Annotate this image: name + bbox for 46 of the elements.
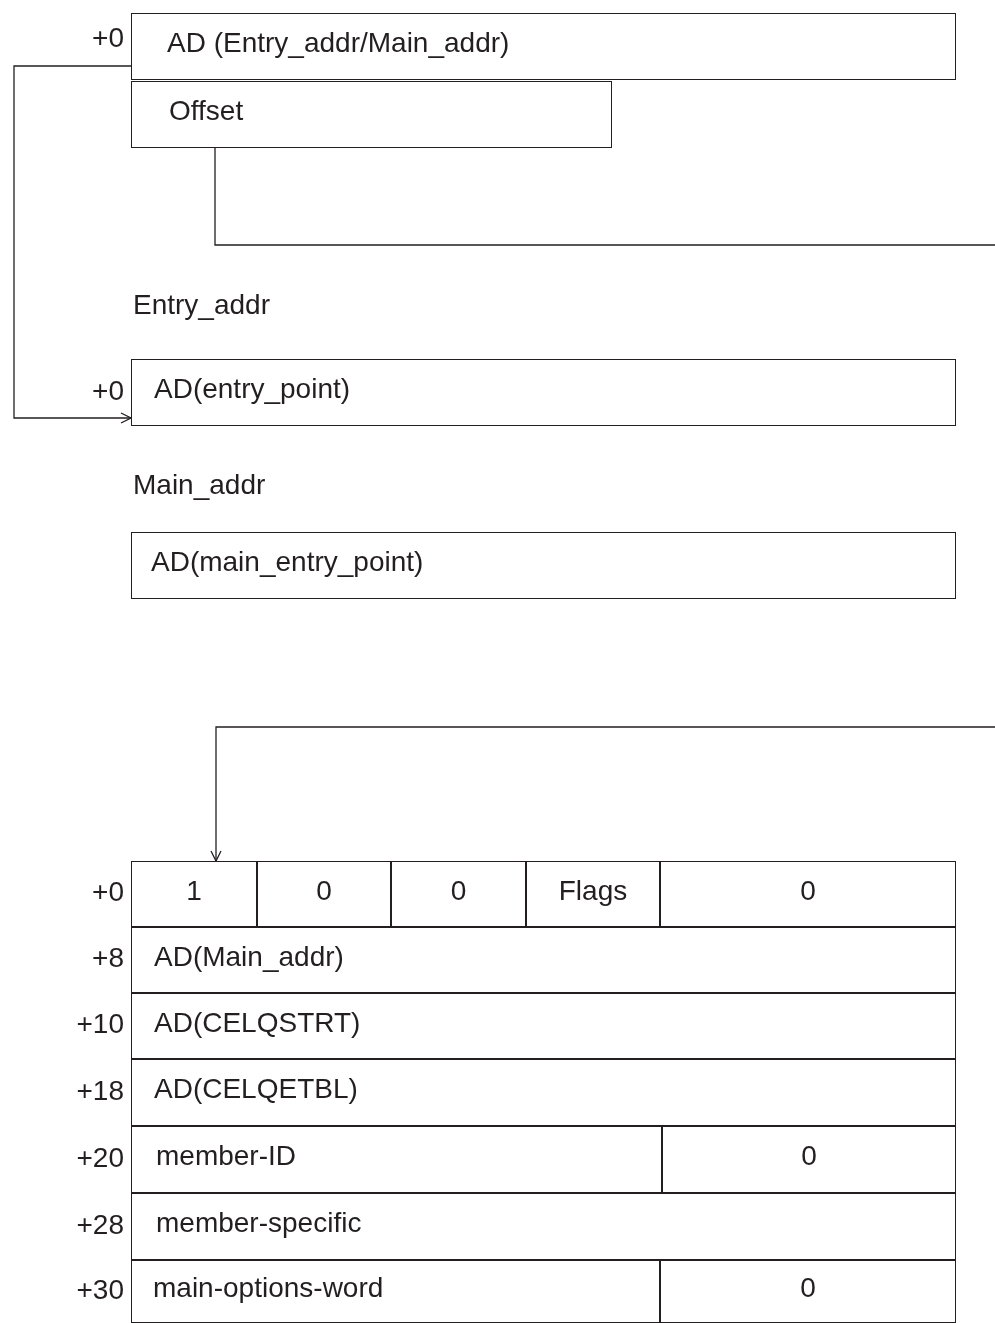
field-value: 0 xyxy=(801,1141,817,1172)
field-label: AD(CELQSTRT) xyxy=(154,1007,361,1039)
memory-field xyxy=(131,81,612,148)
offset-label: +18 xyxy=(76,1075,124,1107)
field-label: AD (Entry_addr/Main_addr) xyxy=(167,28,510,59)
memory-field xyxy=(391,861,526,927)
offset-label: +8 xyxy=(92,943,124,974)
field-value: 1 xyxy=(186,875,202,907)
offset-label: +10 xyxy=(76,1009,124,1040)
arrow xyxy=(13,65,132,424)
field-label: AD(main_entry_point) xyxy=(151,547,424,578)
memory-field xyxy=(131,1193,956,1260)
field-value: 0 xyxy=(316,875,332,907)
memory-field xyxy=(660,1260,956,1323)
offset-label: +28 xyxy=(76,1209,124,1241)
offset-label: +20 xyxy=(76,1142,124,1174)
field-label: AD(CELQETBL) xyxy=(154,1074,358,1105)
memory-field xyxy=(131,861,257,927)
memory-field xyxy=(131,1126,662,1193)
memory-field xyxy=(131,1260,660,1323)
memory-field xyxy=(526,861,660,927)
field-value: 0 xyxy=(800,1273,816,1304)
field-value: 0 xyxy=(800,875,816,907)
memory-field xyxy=(660,861,956,927)
field-label: member-specific xyxy=(156,1208,362,1239)
memory-field xyxy=(257,861,391,927)
field-label: AD(entry_point) xyxy=(154,374,351,405)
field-label: Offset xyxy=(169,96,244,127)
section-heading: Entry_addr xyxy=(133,290,270,321)
offset-label: +30 xyxy=(76,1274,124,1306)
field-label: member-ID xyxy=(156,1141,296,1172)
memory-field xyxy=(131,993,956,1059)
offset-label: +0 xyxy=(92,375,124,407)
field-value: Flags xyxy=(558,875,628,907)
field-value: 0 xyxy=(450,875,467,907)
offset-label: +0 xyxy=(92,877,124,908)
memory-field xyxy=(131,13,956,80)
offset-label: +0 xyxy=(92,23,124,54)
memory-field xyxy=(662,1126,956,1193)
field-label: main-options-word xyxy=(153,1273,384,1304)
connector-line xyxy=(214,147,995,246)
field-label: AD(Main_addr) xyxy=(154,941,344,973)
section-heading: Main_addr xyxy=(133,470,266,501)
memory-field xyxy=(131,927,956,993)
arrow xyxy=(210,726,995,862)
memory-field xyxy=(131,1059,956,1126)
